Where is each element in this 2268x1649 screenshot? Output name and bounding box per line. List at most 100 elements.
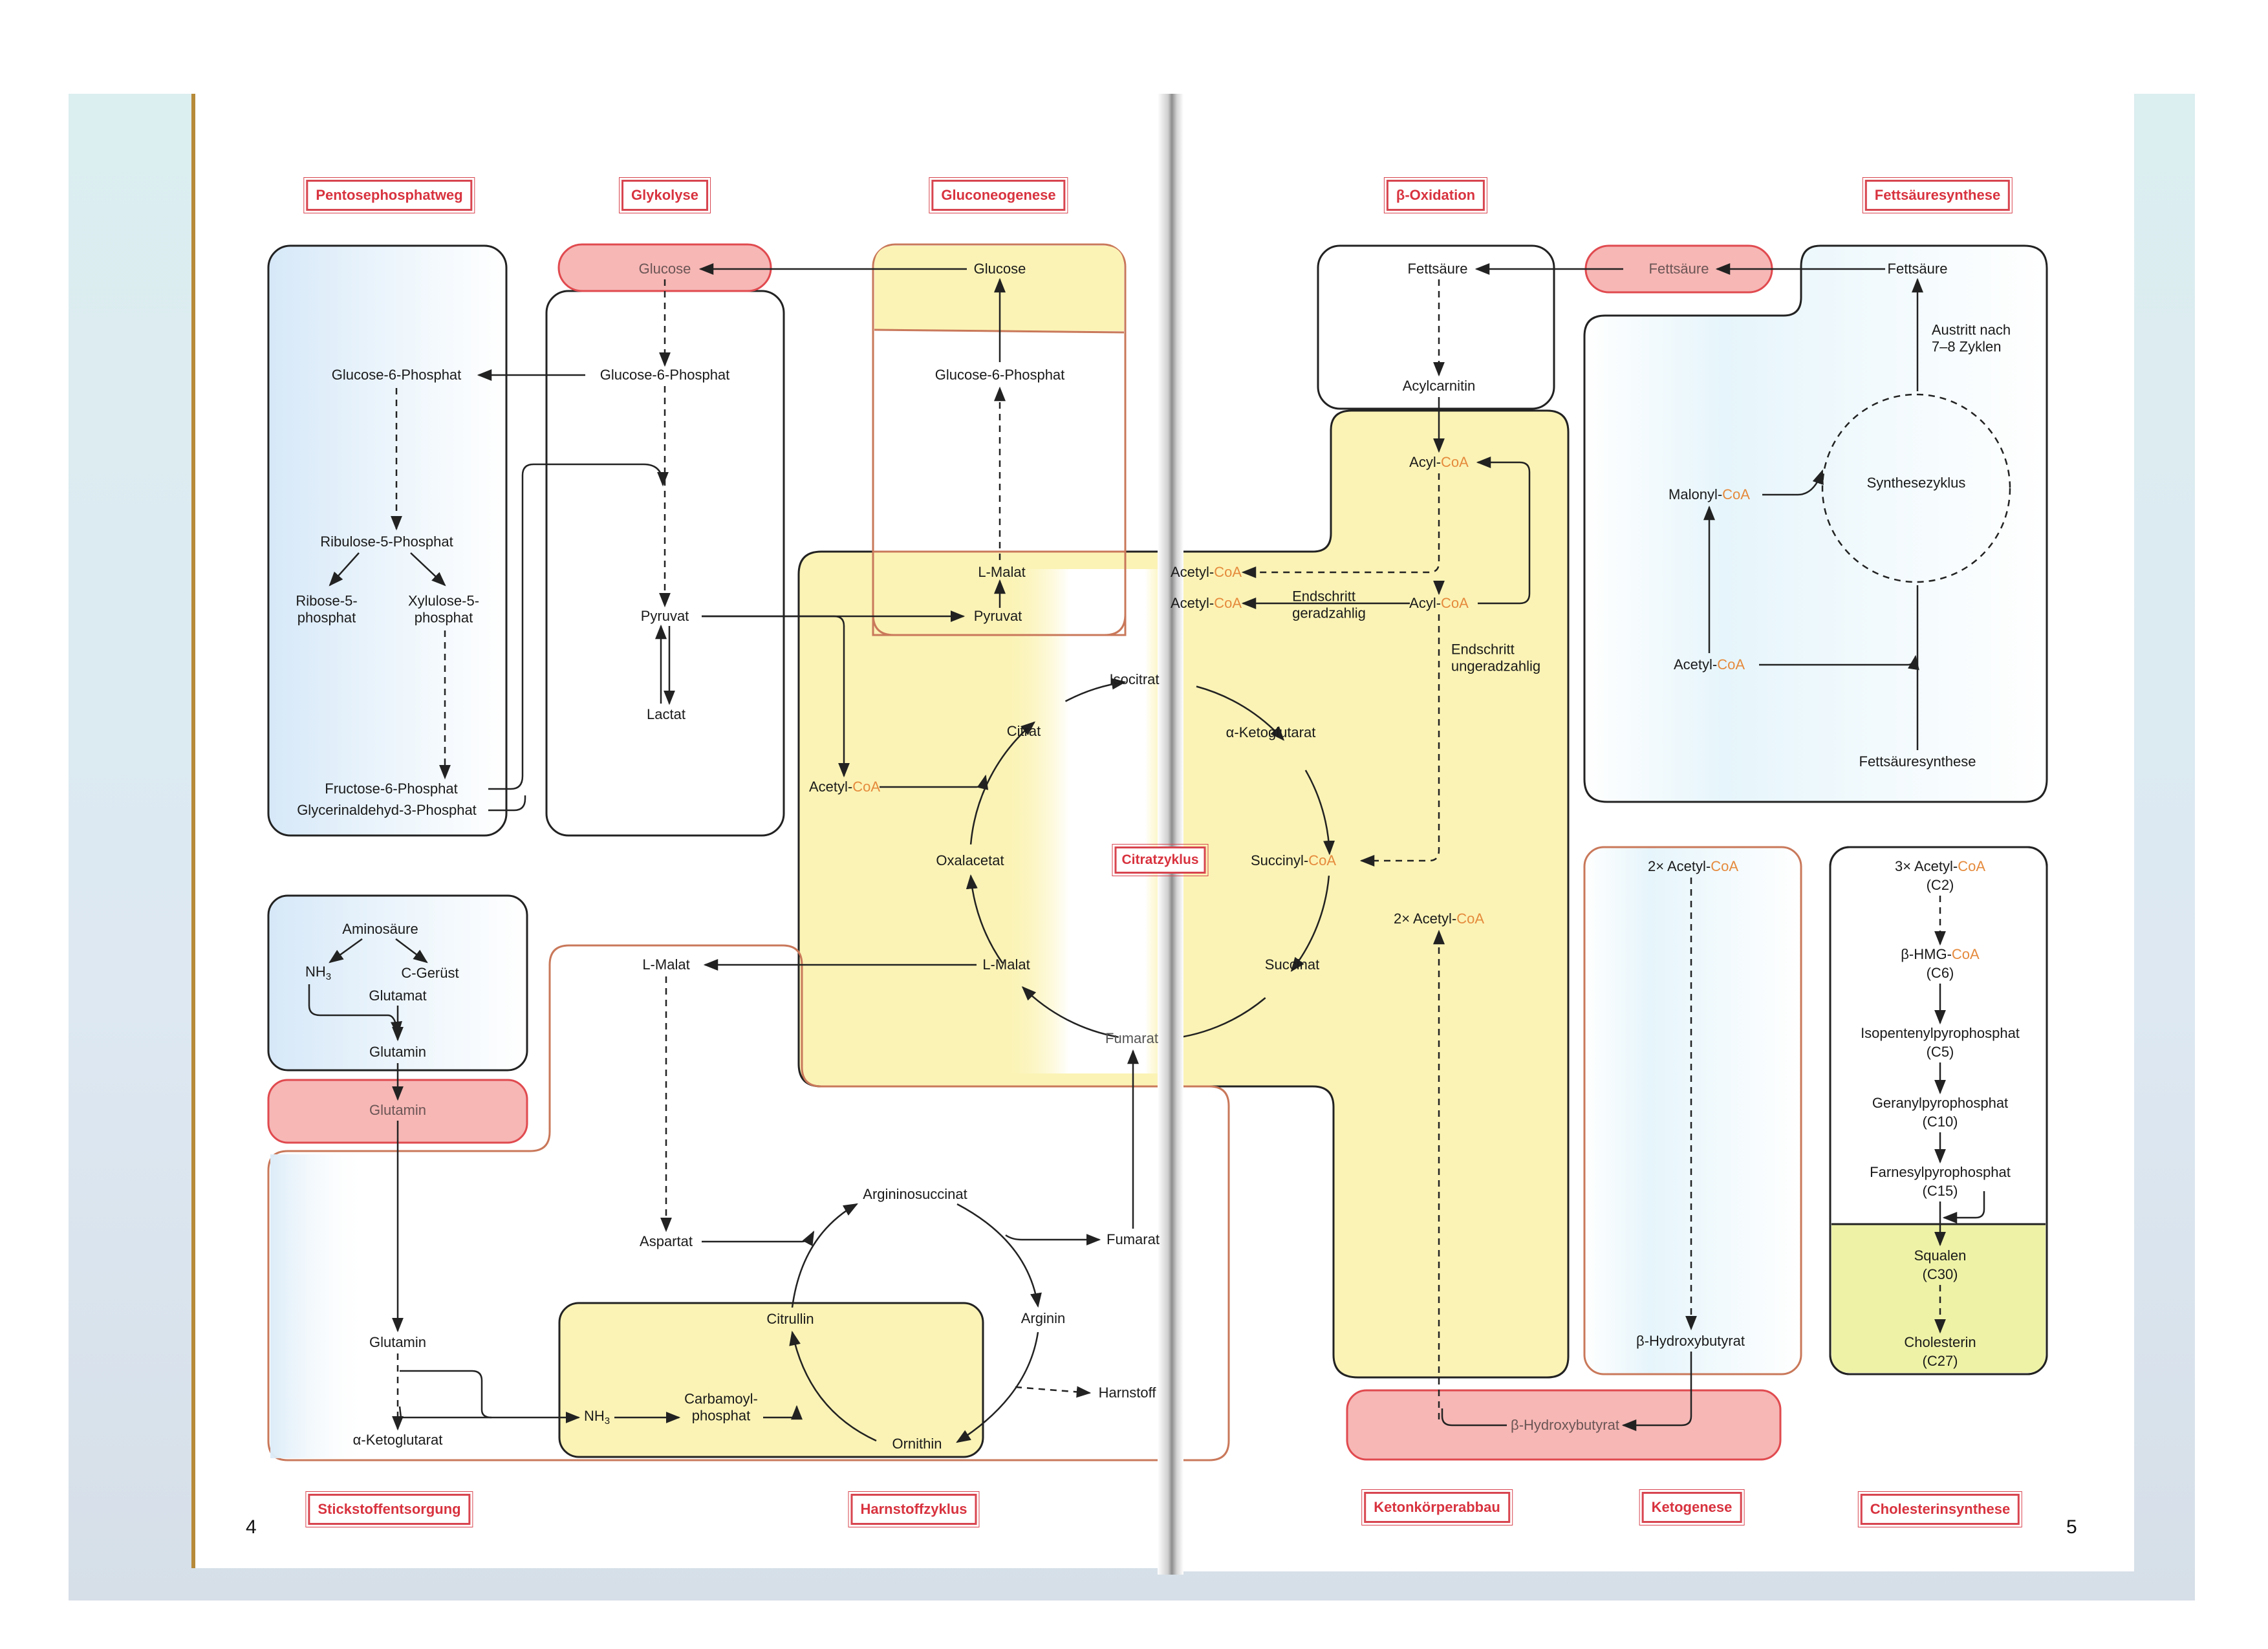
label-coa: CoA [1441,453,1469,470]
node-l-malat-tca: L-Malat [982,956,1030,973]
node-nh3-liver: NH3 [583,1407,610,1427]
node-citrullin: Citrullin [766,1310,814,1327]
node-glucose-blood: Glucose [638,260,691,277]
title-harnstoffzyklus: Harnstoffzyklus [848,1491,980,1527]
node-geranylpyrophosphat: Geranylpyrophosphat [1872,1094,2009,1111]
arrow-acetylcoa-to-cycle [1759,654,1919,671]
arrow-fpp-side [1942,1191,1985,1223]
node-fumarat-tca: Fumarat [1105,1029,1158,1046]
node-glutamat: Glutamat [369,987,427,1004]
node-acetyl-coa-bo-1: Acetyl-CoA [1171,564,1242,581]
title-gluconeogenese: Gluconeogenese [929,177,1068,213]
arrow-carbamoyl-to-citrullin [763,1405,803,1420]
arrow-gap-branch [488,795,526,812]
arrow-acetylcoa-into-cycle [880,774,989,790]
node-beta-hydroxybutyrat-ketogenese: β-Hydroxybutyrat [1636,1332,1745,1349]
node-glutamin-blood: Glutamin [369,1101,427,1118]
node-ribose-5-phosphat: Ribose-5-phosphat [296,592,358,626]
node-citrat: Citrat [1006,722,1041,739]
arrow-ru5p-to-x5p [410,552,446,587]
arrow-akg-to-succinylcoa [1304,770,1335,856]
label-coa: CoA [852,778,881,795]
compartment-ketogenese [1583,846,1802,1375]
node-l-malat-gng: L-Malat [978,563,1026,580]
node-malonyl-coa: Malonyl-CoA [1669,486,1750,503]
label-c10: (C10) [1922,1113,1958,1130]
node-farnesylpyrophosphat: Farnesylpyrophosphat [1870,1163,2011,1180]
page-number-right: 5 [2066,1516,2077,1538]
node-ribulose-5-phosphat: Ribulose-5-Phosphat [320,533,453,550]
label-c2: (C2) [1926,876,1954,893]
synthesezyklus-circle [1821,393,2011,583]
node-ornithin: Ornithin [892,1435,942,1452]
node-acetyl-coa-bo-2: Acetyl-CoA [1171,595,1242,612]
title-fettsaeuresynthese: Fettsäuresynthese [1862,177,2013,213]
arrow-malat-to-oxalacetat [966,874,1004,964]
label-coa: CoA [1214,563,1242,580]
label-prefix: Acyl- [1409,453,1442,470]
arrow-succinylcoa-to-succinat [1290,876,1330,972]
label-c6: (C6) [1926,964,1954,981]
title-pentosephosphatweg: Pentosephosphatweg [303,177,475,213]
arrow-fumarat-out [1005,1234,1101,1245]
node-argininosuccinat: Argininosuccinat [863,1185,967,1202]
node-arginin: Arginin [1021,1310,1066,1326]
node-fettsaeure-bo: Fettsäure [1407,260,1468,277]
node-glutamin-muscle: Glutamin [369,1043,427,1060]
compartment-beta-oxidation-cytosol [1317,244,1555,410]
node-alpha-ketoglutarat: α-Ketoglutarat [1226,724,1316,740]
title-cholesterinsynthese: Cholesterinsynthese [1857,1491,2023,1527]
node-glycerinaldehyd-3-phosphat: Glycerinaldehyd-3-Phosphat [297,801,477,818]
arrow-ru5p-to-r5p [329,552,360,587]
node-acyl-coa-mid: Acyl-CoA [1409,595,1469,612]
arrow-glutamin-nh3-2 [398,1406,581,1423]
node-isopentenylpyrophosphat: Isopentenylpyrophosphat [1861,1024,2020,1041]
label-coa: CoA [1951,945,1980,962]
arrow-malonylcoa-to-cycle [1762,469,1824,496]
arrow-f6p-gap-to-glycolysis [488,463,669,790]
arrow-aminosaeure-to-cgeruest [395,938,428,964]
compartment-mitochondrion [797,409,1570,1379]
node-nh3-muscle: NH3 [305,963,332,983]
title-beta-oxidation: β-Oxidation [1383,177,1488,213]
node-beta-hmg-coa: β-HMG-CoA [1901,946,1979,963]
label-prefix: Acetyl- [1170,563,1215,580]
compartment-harnstoff-mito [558,1302,984,1458]
label-coa: CoA [1308,852,1337,868]
node-glucose-6-phosphat-ppw: Glucose-6-Phosphat [331,366,462,383]
node-squalen: Squalen [1914,1247,1967,1264]
arrow-argininosuccinat-to-arginin [956,1203,1042,1308]
node-isocitrat: Isocitrat [1109,671,1160,687]
label-prefix: Acetyl- [808,778,853,795]
label-prefix: Acetyl- [1673,656,1718,673]
arrow-ornithin-to-citrullin [789,1330,877,1442]
label-coa: CoA [1717,656,1745,673]
label-fettsaeuresynthese-footer: Fettsäuresynthese [1859,753,1976,770]
arrow-aminosaeure-to-nh3 [329,938,363,964]
label-coa: CoA [1722,486,1750,502]
node-pyruvat-gly: Pyruvat [640,607,689,624]
title-ketogenese: Ketogenese [1639,1489,1745,1525]
arrow-oxalacetat-to-citrat [969,721,1036,845]
node-pyruvat-gng: Pyruvat [973,607,1022,624]
label-prefix: Acetyl- [1170,594,1215,611]
arrow-acylcoa-loop [1476,457,1531,605]
label-coa: CoA [1214,594,1242,611]
arrow-citrat-to-isocitrat [1064,678,1127,702]
compartment-fettsaeuresynthese [1583,244,2048,803]
arrow-fumarat-to-malat [1021,986,1119,1039]
arrow-bhb-to-blood [1621,1352,1692,1431]
node-glucose-6-phosphat-gng: Glucose-6-Phosphat [934,366,1065,383]
node-glucose-6-phosphat-gly: Glucose-6-Phosphat [599,366,730,383]
label-prefix: Malonyl- [1669,486,1723,502]
node-c-geruest: C-Gerüst [401,964,459,981]
node-glucose-gng: Glucose [973,260,1026,277]
node-aspartat: Aspartat [640,1233,693,1249]
label-c5: (C5) [1926,1043,1954,1060]
arrow-nh3-to-glutamin [308,984,402,1037]
arrow-aspartat-into-cycle [702,1231,815,1247]
